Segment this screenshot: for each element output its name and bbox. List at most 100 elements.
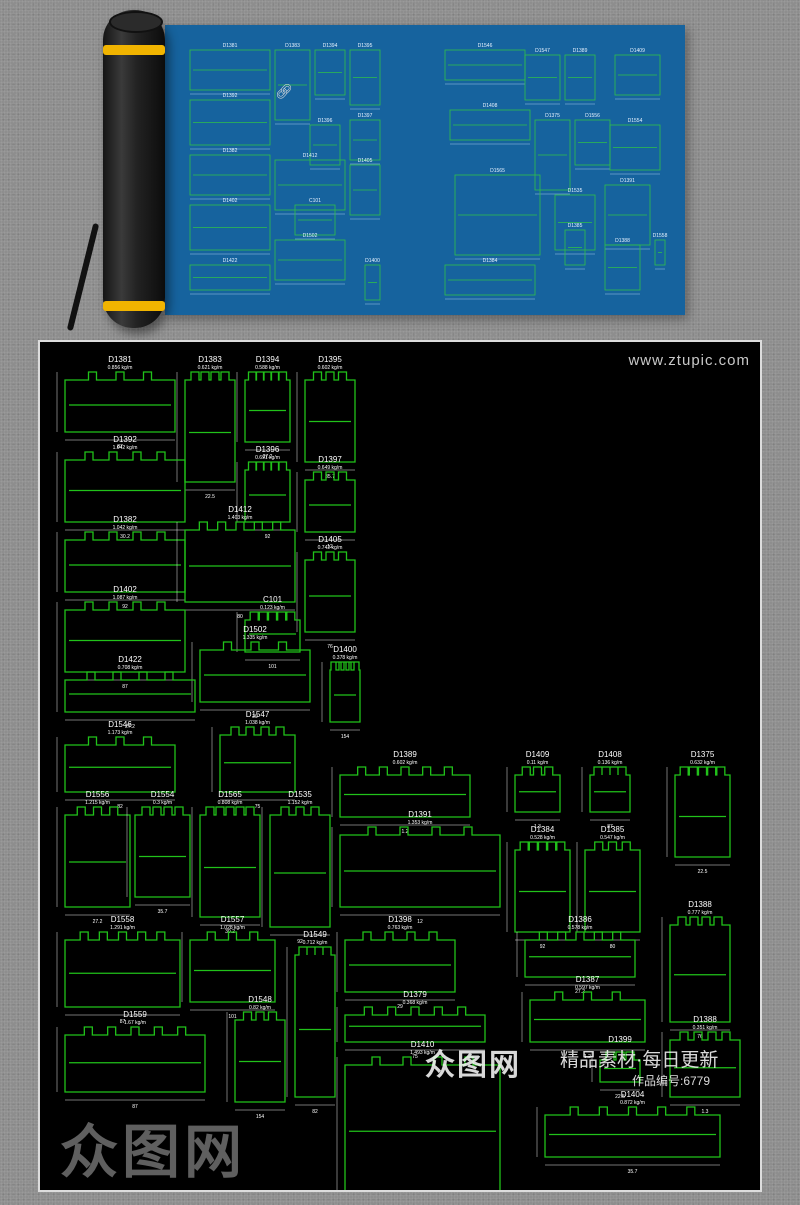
dimension-value: 1.3 bbox=[702, 1109, 709, 1115]
roll-end-cap bbox=[109, 11, 163, 33]
mini-part-label: D1391 bbox=[620, 178, 635, 184]
dimension-value: 87 bbox=[132, 1104, 138, 1110]
profile-outline bbox=[134, 806, 191, 898]
part-code-label: D1384 bbox=[531, 825, 555, 834]
part-code-label: C101 bbox=[263, 595, 283, 604]
profile-outline bbox=[674, 766, 731, 858]
dimension-value: 154 bbox=[256, 1114, 265, 1120]
part-code-label: D1412 bbox=[228, 505, 252, 514]
profile-outline bbox=[64, 671, 196, 713]
site-watermark: www.ztupic.com bbox=[628, 352, 750, 369]
part-code-label: D1388 bbox=[693, 1015, 717, 1024]
part-weight-label: 0.872 kg/m bbox=[620, 1100, 645, 1106]
dimension-value: 27.2 bbox=[93, 919, 103, 925]
mini-profile bbox=[454, 174, 541, 256]
part-code-label: D1396 bbox=[256, 445, 280, 454]
profile-outline bbox=[344, 931, 456, 993]
mini-profile bbox=[614, 54, 661, 96]
part-code-label: D1559 bbox=[123, 1010, 147, 1019]
dimension-value: 154 bbox=[341, 734, 350, 740]
dimension-value: 27.2 bbox=[125, 724, 135, 730]
part-weight-label: 0.368 kg/m bbox=[403, 1000, 428, 1006]
profile-outline bbox=[269, 806, 331, 928]
dimension-value: 35.7 bbox=[158, 909, 168, 915]
corner-logo-watermark: 众图网 bbox=[60, 1120, 247, 1185]
part-code-label: D1502 bbox=[243, 625, 267, 634]
part-weight-label: 1.173 kg/m bbox=[108, 730, 133, 736]
dimension-value: 87 bbox=[122, 684, 128, 690]
part-code-label: D1379 bbox=[403, 990, 427, 999]
part-weight-label: 0.856 kg/m bbox=[108, 365, 133, 371]
dimension-value: 80 bbox=[237, 614, 243, 620]
part-weight-label: 0.602 kg/m bbox=[393, 760, 418, 766]
part-weight-label: 0.136 kg/m bbox=[598, 760, 623, 766]
mini-part-label: D1502 bbox=[303, 233, 318, 239]
work-id-watermark: 作品编号:6779 bbox=[632, 1074, 711, 1088]
mini-part-label: D1547 bbox=[535, 48, 550, 54]
profile-outline bbox=[64, 601, 186, 673]
part-code-label: D1400 bbox=[333, 645, 357, 654]
mini-profile bbox=[309, 124, 341, 166]
profile-outline bbox=[199, 641, 311, 703]
profile-outline bbox=[294, 946, 336, 1098]
profile-outline bbox=[244, 461, 291, 523]
hanger-hook-icon: 🔗︎ bbox=[275, 83, 293, 99]
mini-part-label: D1412 bbox=[303, 153, 318, 159]
dimension-value: 82 bbox=[117, 804, 123, 810]
mini-part-label: D1546 bbox=[478, 43, 493, 49]
mini-part-label: D1382 bbox=[223, 148, 238, 154]
part-weight-label: 0.123 kg/m bbox=[260, 605, 285, 611]
mini-part-label: D1392 bbox=[223, 93, 238, 99]
part-weight-label: 0.3 kg/m bbox=[153, 800, 172, 806]
mini-profile bbox=[534, 119, 571, 191]
part-code-label: D1389 bbox=[393, 750, 417, 759]
profile-outline bbox=[219, 726, 296, 793]
part-code-label: D1408 bbox=[598, 750, 622, 759]
part-code-label: D1383 bbox=[198, 355, 222, 364]
dimension-value: 75 bbox=[255, 804, 261, 810]
mini-profile bbox=[274, 49, 311, 121]
roll-band-bottom bbox=[103, 301, 165, 311]
profile-outline bbox=[599, 1051, 641, 1083]
profile-outline bbox=[514, 841, 571, 933]
dimension-value: 101 bbox=[228, 1014, 237, 1020]
mini-profile bbox=[654, 239, 666, 266]
part-code-label: D1556 bbox=[86, 790, 110, 799]
profile-outline bbox=[199, 806, 261, 918]
part-weight-label: 1.152 kg/m bbox=[288, 800, 313, 806]
profile-outline bbox=[244, 611, 301, 653]
mini-profile bbox=[189, 49, 271, 91]
part-weight-label: 1.493 kg/m bbox=[410, 1050, 435, 1056]
part-code-label: D1548 bbox=[248, 995, 272, 1004]
dimension-value: 12 bbox=[327, 544, 333, 550]
profile-outline bbox=[64, 451, 186, 523]
mini-part-label: D1409 bbox=[630, 48, 645, 54]
part-code-label: D1422 bbox=[118, 655, 142, 664]
mini-part-label: D1405 bbox=[358, 158, 373, 164]
part-weight-label: 1.028 kg/m bbox=[220, 925, 245, 931]
profile-outline bbox=[64, 371, 176, 433]
part-weight-label: 0.588 kg/m bbox=[255, 365, 280, 371]
profile-outline bbox=[669, 916, 731, 1023]
part-weight-label: 0.621 kg/m bbox=[198, 365, 223, 371]
logo-watermark: 众图网 bbox=[425, 1049, 521, 1082]
profile-outline bbox=[234, 1011, 286, 1103]
dimension-value: 22.5 bbox=[205, 494, 215, 500]
mini-profile bbox=[364, 264, 381, 301]
part-weight-label: 0.708 kg/m bbox=[118, 665, 143, 671]
dimension-value: 76 bbox=[697, 1034, 703, 1040]
mini-part-label: D1558 bbox=[653, 233, 668, 239]
part-weight-label: 0.351 kg/m bbox=[693, 1025, 718, 1031]
profile-outline bbox=[189, 931, 276, 1003]
mini-part-label: D1535 bbox=[568, 188, 583, 194]
dimension-value: 76 bbox=[327, 644, 333, 650]
part-weight-label: 0.691 kg/m bbox=[255, 455, 280, 461]
dimension-value: 35.7 bbox=[628, 1169, 638, 1175]
profile-outline bbox=[344, 1006, 486, 1043]
part-code-label: D1405 bbox=[318, 535, 342, 544]
dimension-value: 75 bbox=[412, 1054, 418, 1060]
dimension-value: 1.3 bbox=[534, 824, 541, 830]
mini-profile bbox=[609, 124, 661, 171]
part-code-label: D1394 bbox=[256, 355, 280, 364]
part-weight-label: 0.82 kg/m bbox=[249, 1005, 271, 1011]
